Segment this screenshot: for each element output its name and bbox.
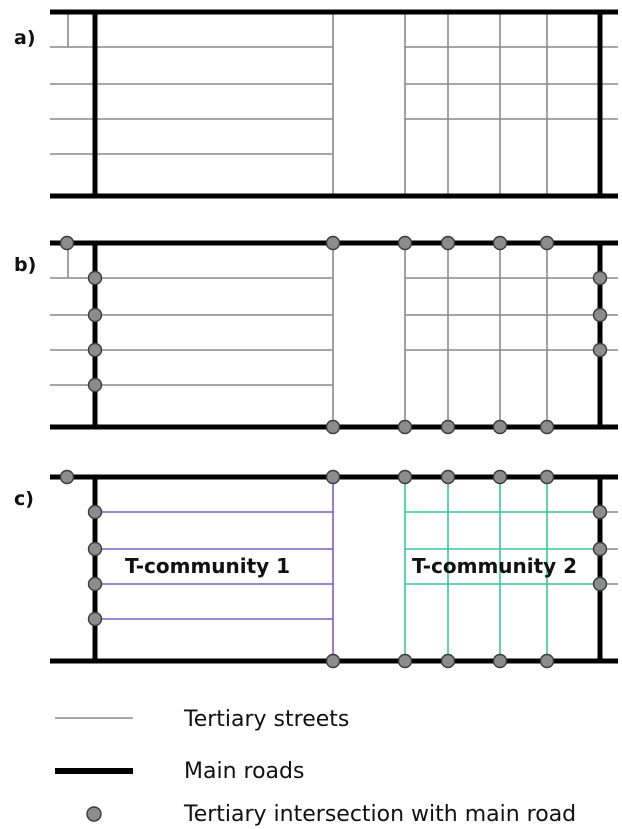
intersection-node [87,377,103,393]
intersection-node [87,611,103,627]
intersection-node [440,235,456,251]
intersection-node [87,270,103,286]
intersection-node [59,235,75,251]
intersection-node [539,469,555,485]
legend-main-label: Main roads [184,759,304,784]
intersection-node [325,419,341,435]
intersection-node [440,653,456,669]
panel-a [50,9,618,199]
intersection-node [87,541,103,557]
panel-label-a: a) [14,27,36,49]
intersection-node [59,469,75,485]
intersection-node [397,419,413,435]
intersection-node [539,235,555,251]
intersection-node [397,653,413,669]
intersection-node [592,270,608,286]
intersection-node [592,504,608,520]
panel-label-b: b) [14,254,36,276]
intersection-node [492,419,508,435]
community-2-label: T-community 2 [412,554,577,578]
intersection-node [87,504,103,520]
community-1-label: T-community 1 [125,554,290,578]
legend: Tertiary streets Main roads Tertiary int… [55,707,576,827]
intersection-node [397,469,413,485]
intersection-node [87,307,103,323]
legend-tertiary-label: Tertiary streets [183,707,349,732]
intersection-node [592,576,608,592]
intersection-node [440,419,456,435]
legend-intersection-label: Tertiary intersection with main road [183,802,576,827]
intersection-node [87,576,103,592]
intersection-node [539,653,555,669]
intersection-node [592,342,608,358]
intersection-node [592,307,608,323]
intersection-node [492,469,508,485]
panel-label-c: c) [14,488,34,510]
intersection-node [397,235,413,251]
panel-b [50,235,618,435]
intersection-node [325,469,341,485]
intersection-node [492,653,508,669]
intersection-node [325,653,341,669]
panel-c [50,469,618,669]
intersection-node [87,342,103,358]
intersection-node [539,419,555,435]
intersection-node [592,541,608,557]
intersection-node [325,235,341,251]
legend-intersection-swatch [86,806,102,822]
intersection-node [492,235,508,251]
intersection-node [440,469,456,485]
